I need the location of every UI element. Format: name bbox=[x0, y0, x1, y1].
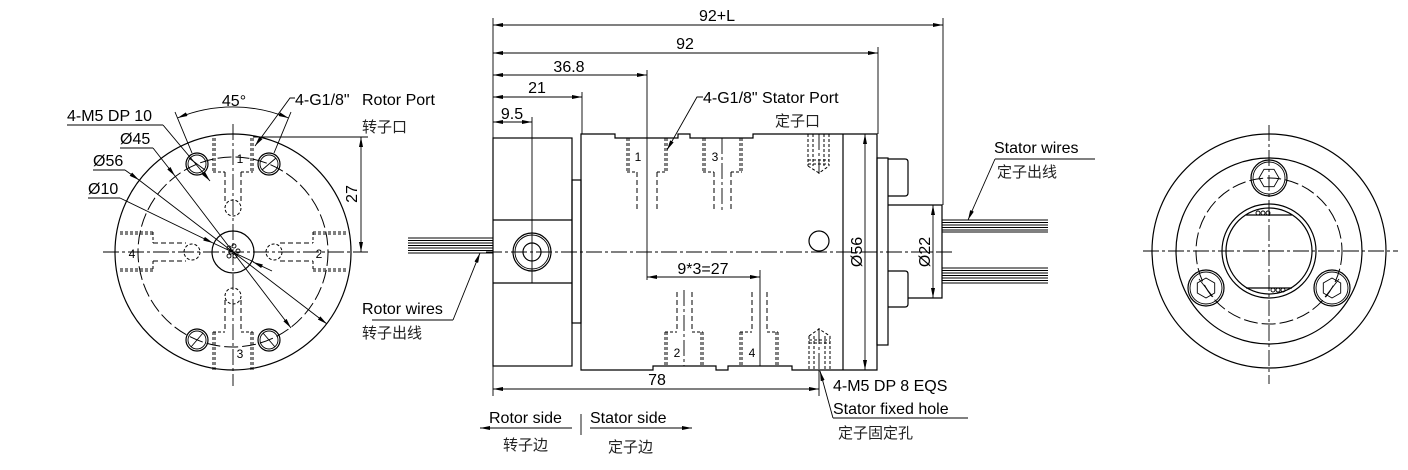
stator-fixed-hole-callout: 4-M5 DP 8 EQS Stator fixed hole 定子固定孔 bbox=[819, 370, 968, 442]
bore-dia-callout: Ø10 bbox=[88, 181, 273, 272]
port-number-4: 4 bbox=[129, 247, 136, 261]
stator-port-number-2: 2 bbox=[674, 346, 681, 360]
side-view: 1 3 2 4 bbox=[362, 8, 1095, 456]
dim-fixed-hole-offset-label: 78 bbox=[648, 372, 666, 389]
dim-overall-label: 92+L bbox=[699, 8, 735, 25]
angle-dimension: 45° bbox=[174, 93, 292, 154]
hex-bolt-right bbox=[1313, 269, 1351, 307]
stator-fixed-hole-bottom bbox=[808, 328, 831, 370]
stator-body bbox=[580, 133, 878, 371]
stator-port-number-4: 4 bbox=[749, 346, 756, 360]
dim-overall: 92+L bbox=[492, 8, 944, 205]
dim-port-pitch: 9*3=27 bbox=[647, 261, 761, 366]
dim-stator-dia-label: Ø22 bbox=[917, 237, 934, 267]
stator-fixed-hole-top bbox=[807, 134, 830, 174]
stator-port-1 bbox=[626, 138, 668, 210]
mounting-hole bbox=[185, 152, 209, 176]
fixed-hole-spec: 4-M5 DP 8 EQS bbox=[833, 378, 947, 395]
rotor-port-2 bbox=[265, 231, 347, 272]
bore-dia-label: Ø10 bbox=[88, 181, 118, 198]
port-number-3: 3 bbox=[237, 347, 244, 361]
wire-exit-bottom bbox=[1270, 287, 1286, 293]
port-number-2: 2 bbox=[316, 247, 323, 261]
stator-wires-zh: 定子出线 bbox=[997, 163, 1057, 181]
stator-port-2 bbox=[664, 290, 704, 366]
stator-end-flange bbox=[876, 157, 889, 346]
mounting-hole bbox=[185, 328, 209, 352]
left-view-rotor-end: 1 2 3 4 4-M5 DP 10 Ø45 Ø56 Ø10 bbox=[67, 92, 435, 386]
rotor-port-en: Rotor Port bbox=[362, 92, 435, 109]
dim-rotor-length-label: 21 bbox=[528, 80, 546, 97]
stator-port-spec: 4-G1/8" Stator Port bbox=[703, 90, 839, 107]
stator-wires-en: Stator wires bbox=[994, 140, 1078, 157]
rotor-wires-en: Rotor wires bbox=[362, 301, 443, 318]
mounting-hole bbox=[257, 152, 281, 176]
rotor-port-spec: 4-G1/8" bbox=[295, 92, 350, 109]
dim-first-port-label: 36.8 bbox=[553, 59, 584, 76]
stator-port-number-3: 3 bbox=[712, 150, 719, 164]
rotor-port-4 bbox=[120, 231, 201, 272]
dim-rotor-port-center-label: 9.5 bbox=[501, 106, 523, 123]
dim-body-label: 92 bbox=[676, 36, 694, 53]
stator-end-nub-bottom bbox=[888, 270, 909, 308]
stator-wires-callout: Stator wires 定子出线 bbox=[967, 140, 1095, 221]
stator-shaft bbox=[888, 204, 943, 299]
stator-port-4 bbox=[739, 292, 779, 366]
outer-dia-label: Ø56 bbox=[93, 153, 123, 170]
port-height-dimension: 27 bbox=[253, 136, 368, 252]
dim-body-dia: Ø56 bbox=[849, 134, 867, 370]
dim-stator-dia: Ø22 bbox=[917, 205, 935, 298]
angle-label: 45° bbox=[222, 93, 246, 110]
rotor-port-callout: 4-G1/8" Rotor Port 转子口 bbox=[254, 92, 435, 147]
stator-side-zh: 定子边 bbox=[608, 438, 653, 456]
hex-bolt-left bbox=[1187, 269, 1225, 307]
rotor-wires bbox=[408, 237, 493, 254]
mounting-holes-label: 4-M5 DP 10 bbox=[67, 108, 152, 125]
wire-exit-top bbox=[1255, 210, 1271, 216]
stator-port-callout: 4-G1/8" Stator Port 定子口 bbox=[666, 90, 839, 151]
dim-fixed-hole-offset: 78 bbox=[492, 366, 820, 396]
stator-end-nub-top bbox=[888, 158, 909, 197]
port-number-1: 1 bbox=[237, 152, 244, 166]
stator-port-zh: 定子口 bbox=[775, 112, 820, 130]
rotor-wires-callout: Rotor wires 转子出线 bbox=[362, 252, 481, 342]
dim-rotor-port-center: 9.5 bbox=[493, 106, 533, 283]
port-height-label: 27 bbox=[344, 185, 361, 203]
dim-body-dia-label: Ø56 bbox=[849, 237, 866, 267]
rotor-wires-zh: 转子出线 bbox=[362, 324, 422, 342]
stator-port-3 bbox=[702, 138, 743, 212]
dim-first-port: 36.8 bbox=[493, 59, 648, 280]
fixed-hole-en: Stator fixed hole bbox=[833, 401, 949, 418]
rotor-side-zh: 转子边 bbox=[503, 436, 548, 454]
right-view-stator-end bbox=[1143, 125, 1398, 384]
rotor-port-1 bbox=[212, 138, 254, 217]
side-legend: Rotor side 转子边 Stator side 定子边 bbox=[480, 410, 692, 456]
mounting-holes-callout: 4-M5 DP 10 bbox=[67, 108, 211, 182]
body-side-hole bbox=[808, 230, 830, 252]
dim-rotor-length: 21 bbox=[493, 80, 583, 134]
stator-port-number-1: 1 bbox=[635, 150, 642, 164]
dim-body: 92 bbox=[493, 36, 879, 134]
stator-wires bbox=[942, 219, 1048, 284]
rotor-port-3 bbox=[212, 287, 254, 370]
rotor-port-zh: 转子口 bbox=[362, 118, 407, 136]
stator-side-en: Stator side bbox=[590, 410, 667, 427]
dim-port-pitch-label: 9*3=27 bbox=[677, 261, 728, 278]
pitch-dia-label: Ø45 bbox=[120, 131, 150, 148]
mounting-hole bbox=[257, 328, 281, 352]
fixed-hole-zh: 定子固定孔 bbox=[838, 424, 913, 442]
rotor-side-en: Rotor side bbox=[489, 410, 562, 427]
